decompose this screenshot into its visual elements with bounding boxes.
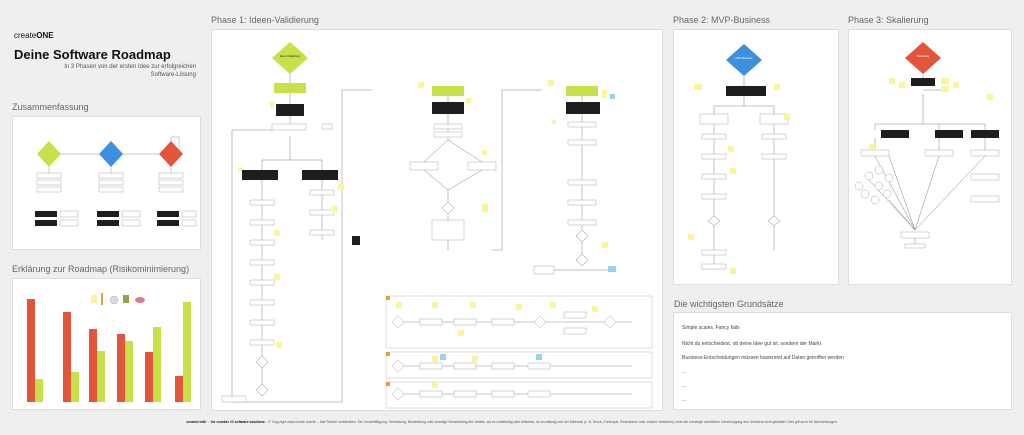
phase3-flowchart: Skalierung xyxy=(854,42,1000,249)
risk-bar-green xyxy=(35,379,43,402)
legend-money-icon xyxy=(123,295,129,303)
explanation-panel xyxy=(12,278,201,410)
legend-note-icon xyxy=(91,295,97,303)
phase2-panel: MVP-Business xyxy=(673,29,839,285)
risk-bar-red xyxy=(117,334,125,402)
principle-item: ... xyxy=(682,369,687,375)
summary-diagram xyxy=(35,136,197,227)
summary-panel xyxy=(12,116,201,250)
phase1-flowchart: Ideen-Validierung xyxy=(221,42,653,409)
summary-diamond-phase2 xyxy=(99,141,123,167)
summary-diamond-phase3 xyxy=(159,141,183,167)
risk-bar-red xyxy=(63,312,71,402)
phase2-title: Phase 2: MVP-Business xyxy=(673,15,771,25)
principle-item: Nicht du entscheidest, ob deine Idee gut… xyxy=(682,341,821,347)
legend-brain-icon xyxy=(135,297,145,303)
phase2-flowchart: MVP-Business xyxy=(688,44,790,274)
risk-bar-red xyxy=(27,299,35,402)
phase3-title: Phase 3: Skalierung xyxy=(848,15,929,25)
phase1-start-label: Ideen-Validierung xyxy=(280,54,301,58)
principles-title: Die wichtigsten Grundsätze xyxy=(674,299,784,309)
risk-bar-green xyxy=(71,372,79,402)
summary-title: Zusammenfassung xyxy=(12,102,89,112)
risk-bar-green xyxy=(183,302,191,402)
phase1-panel: Ideen-Validierung xyxy=(211,29,663,411)
risk-bars xyxy=(27,299,191,402)
page-title: Deine Software Roadmap xyxy=(14,47,171,62)
risk-bar-green xyxy=(125,341,133,402)
phase2-start-label: MVP-Business xyxy=(735,56,753,60)
heart-icon: ♡ xyxy=(207,420,211,424)
risk-bar-green xyxy=(153,327,161,402)
risk-bar-red xyxy=(175,376,183,402)
risk-bar-chart xyxy=(27,293,191,402)
risk-bar-red xyxy=(145,352,153,402)
principle-item: ... xyxy=(682,383,687,389)
risk-bar-green xyxy=(97,351,105,402)
legend-clock-icon xyxy=(109,295,119,305)
phase3-panel: Skalierung xyxy=(848,29,1012,285)
principle-item: Simple scales. Fancy fails xyxy=(682,325,740,331)
summary-diamond-phase1 xyxy=(37,141,61,167)
phase3-start-label: Skalierung xyxy=(917,54,930,58)
page-subtitle: In 3 Phasen von der ersten Idee zur erfo… xyxy=(64,64,196,78)
footer-copyright: created with ♡ for number #1 software so… xyxy=(186,420,838,424)
phase1-title: Phase 1: Ideen-Validierung xyxy=(211,15,319,25)
legend-pencil-icon xyxy=(101,293,103,305)
principle-item: ... xyxy=(682,397,687,403)
phase3-start-diamond xyxy=(905,42,941,74)
brand-logo: createONE xyxy=(14,31,54,40)
principles-panel: Simple scales. Fancy fails Nicht du ents… xyxy=(673,312,1012,410)
principle-item: Business-Entscheidungen müssen basierend… xyxy=(682,355,844,361)
phase1-start-diamond xyxy=(272,42,308,74)
risk-bar-red xyxy=(89,329,97,402)
phase1-blue-note xyxy=(610,94,615,99)
explanation-title: Erklärung zur Roadmap (Risikominimierung… xyxy=(12,264,190,274)
phase2-start-diamond xyxy=(726,44,762,76)
